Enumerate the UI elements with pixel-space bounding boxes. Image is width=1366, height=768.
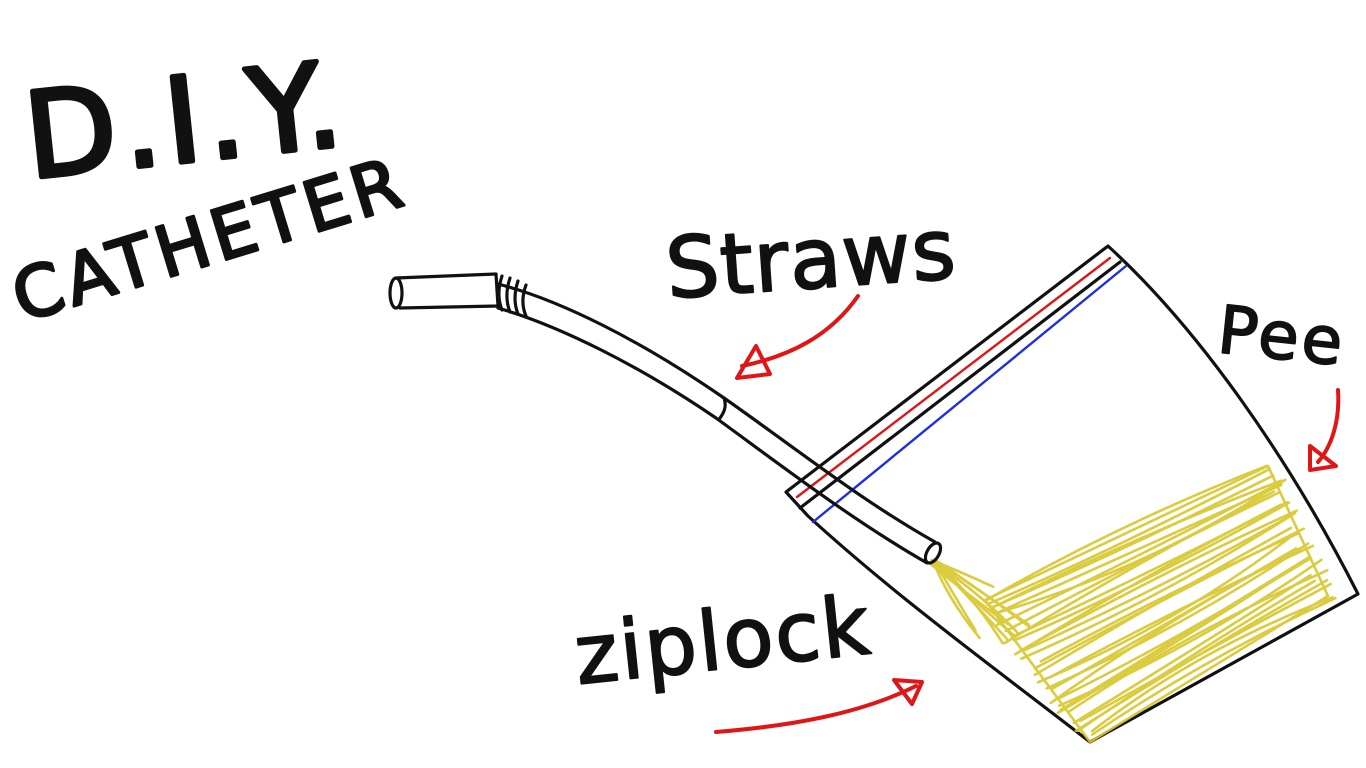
pee-scribble-stroke: [995, 481, 1282, 627]
red-arrow-icon: [1316, 388, 1341, 464]
straw-tube-bottom-edge: [496, 306, 929, 565]
pee-fill: [930, 464, 1337, 744]
pee-arrow: [1308, 388, 1341, 472]
straw-end: [923, 541, 943, 565]
pee-scribble-stroke: [1057, 558, 1323, 707]
straw-mouthpiece: [394, 272, 500, 310]
pee-scribble-stroke: [1066, 569, 1329, 714]
ziplock-arrow: [714, 678, 924, 734]
straws-arrow: [735, 294, 860, 380]
pee-scribble-outline: [983, 464, 1330, 744]
bag-outline: [784, 244, 1360, 744]
zip-blue-stripe: [811, 264, 1128, 524]
pee-scribble-stroke: [983, 464, 1269, 603]
straws: [388, 272, 943, 565]
pee-scribble-stroke: [1090, 596, 1337, 736]
pee-scribble-stroke: [996, 479, 1283, 607]
pee-scribble-stroke: [1036, 531, 1298, 684]
bag-seal-line: [798, 260, 1122, 510]
pee-scribble-stroke: [1090, 595, 1335, 733]
straw-joint: [718, 396, 727, 420]
label-straws: Straws: [663, 200, 960, 318]
zip-red-stripe: [795, 256, 1112, 499]
red-arrow-icon: [714, 684, 918, 734]
pee-scribble-stroke: [1018, 509, 1298, 653]
red-arrow-icon-head: [735, 344, 772, 380]
pee-scribble-stroke: [1048, 544, 1315, 679]
pee-scribble-stroke: [1003, 490, 1276, 645]
pee-drip-stroke: [930, 563, 1010, 626]
pee-drip-stroke: [933, 558, 1031, 627]
label-ziplock: ziplock: [570, 578, 876, 704]
ziplock-bag: [784, 244, 1360, 744]
red-arrow-icon: [740, 294, 860, 368]
pee-scribble-stroke: [1049, 547, 1302, 705]
pee-scribble-stroke: [1045, 542, 1310, 690]
label-pee: Pee: [1214, 291, 1349, 381]
pee-scribble-stroke: [1004, 490, 1282, 633]
straw-tube-top-edge: [496, 282, 937, 544]
pee-scribble-stroke: [1072, 573, 1312, 725]
pee-scribble-stroke: [1020, 511, 1297, 660]
pee-scribble-stroke: [985, 467, 1271, 606]
red-arrow-icon-head: [892, 678, 924, 706]
pee-scribble-stroke: [1023, 513, 1293, 652]
pee-scribble-stroke: [1074, 578, 1329, 733]
pee-drip-stroke: [934, 563, 1015, 637]
straw-mouth-opening: [388, 276, 404, 310]
red-arrow-icon-head: [1308, 444, 1338, 472]
straw-bend-rings: [497, 274, 528, 318]
pee-drip-stroke: [933, 560, 1019, 634]
pee-scribble-stroke: [1033, 527, 1305, 670]
